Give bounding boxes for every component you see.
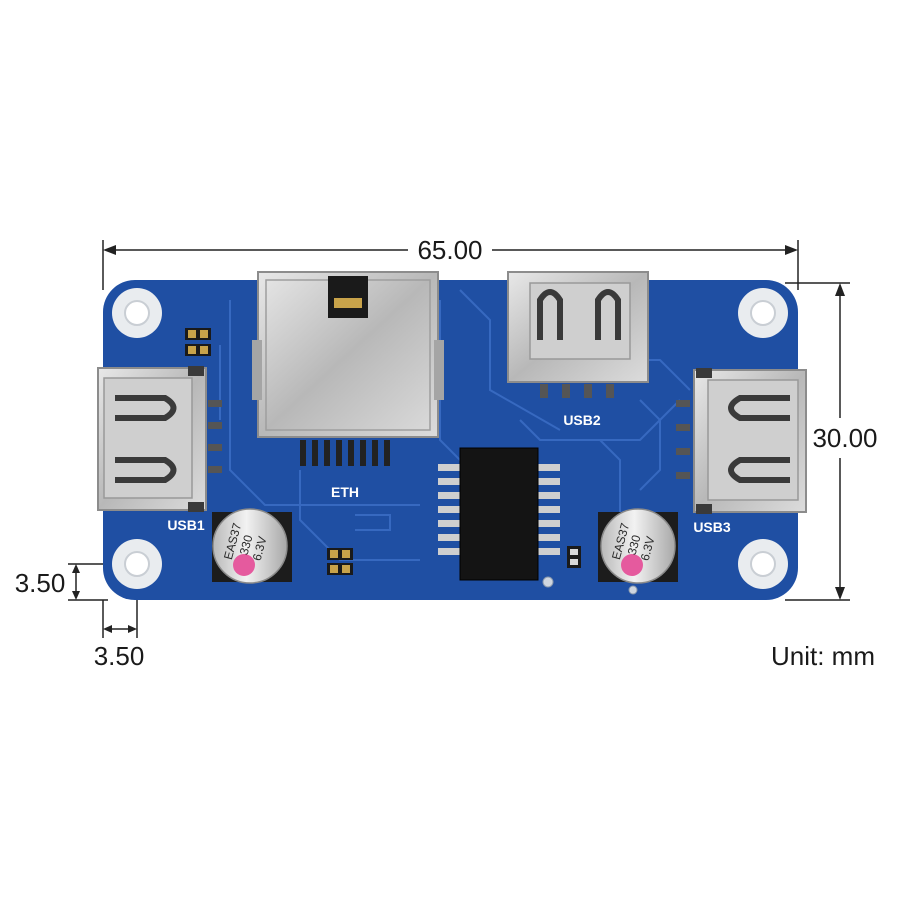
capacitor-marking: 6.3V bbox=[250, 535, 270, 562]
smd-component bbox=[567, 546, 581, 568]
height-label: 30.00 bbox=[812, 423, 877, 453]
mounting-hole bbox=[738, 539, 788, 589]
via bbox=[542, 576, 554, 588]
mounting-hole bbox=[112, 288, 162, 338]
usb1-connector bbox=[97, 366, 222, 512]
smd-component bbox=[185, 328, 211, 356]
hole-offset-y-label: 3.50 bbox=[15, 568, 66, 598]
usb3-connector bbox=[676, 368, 807, 514]
mounting-hole bbox=[738, 288, 788, 338]
usb1-label: USB1 bbox=[167, 517, 205, 533]
hole-offset-x-label: 3.50 bbox=[94, 641, 145, 671]
unit-label: Unit: mm bbox=[771, 641, 875, 671]
pcb-board: ETH USB2 bbox=[97, 271, 807, 600]
capacitor-marking: 6.3V bbox=[638, 535, 658, 562]
height-dimension bbox=[785, 282, 850, 601]
capacitor-right: EAS37 330 6.3V bbox=[598, 508, 678, 584]
hole-offset-y-dimension bbox=[68, 563, 108, 601]
width-label: 65.00 bbox=[417, 235, 482, 265]
hub-ic bbox=[438, 447, 560, 581]
usb3-label: USB3 bbox=[693, 519, 731, 535]
via bbox=[628, 585, 638, 595]
width-dimension bbox=[102, 240, 799, 290]
smd-component bbox=[327, 548, 353, 575]
ethernet-connector bbox=[252, 271, 444, 466]
capacitor-left: EAS37 330 6.3V bbox=[212, 508, 292, 584]
usb2-connector bbox=[507, 271, 649, 398]
capacitor-marking: 330 bbox=[625, 533, 644, 556]
eth-label: ETH bbox=[331, 484, 359, 500]
hole-offset-x-dimension bbox=[102, 600, 138, 638]
capacitor-marking: 330 bbox=[237, 533, 256, 556]
usb2-label: USB2 bbox=[563, 412, 601, 428]
mounting-hole bbox=[112, 539, 162, 589]
